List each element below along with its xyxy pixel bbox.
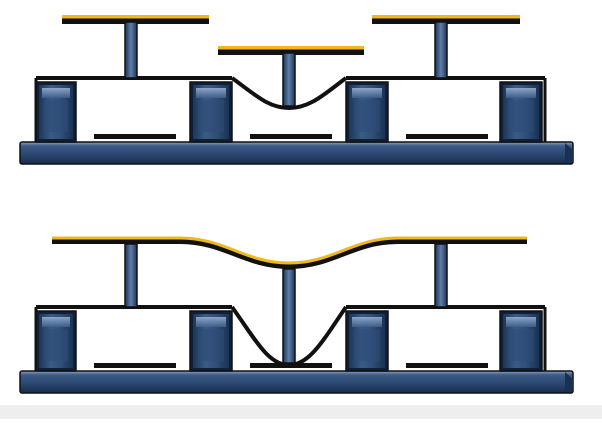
anchor-block-2-inner [198,100,224,132]
post-right [434,21,448,79]
anchor-block-3-inner [354,329,380,361]
anchor-block-3 [345,81,389,143]
anchor-block-4-inner [508,329,534,361]
top-plate-left-body [62,18,209,24]
top-plate-right-body [372,18,520,24]
top-plate-left-top-coating [62,15,209,19]
base-plate-bevel [565,143,573,163]
anchor-block-1-inner [44,329,68,361]
base-plate-body [19,370,574,394]
top-plate-body [52,238,527,270]
top-plate-center [218,46,364,55]
gap-strip-center [250,134,332,139]
top-plate-right [372,15,520,24]
anchor-block-2-highlight [196,317,226,327]
membrane-center-dip [230,305,348,368]
anchor-block-4 [499,81,543,143]
post-left [124,243,138,308]
top-plate-continuous [52,236,527,270]
anchor-block-1-inner [44,100,68,132]
base-plate [19,141,574,165]
top-plate-center-body [218,49,364,55]
top-plate-right-top-coating [372,15,520,19]
anchor-block-1 [35,81,77,143]
anchor-block-2 [189,81,233,143]
anchor-block-4-highlight [506,88,536,98]
post-left [124,21,138,79]
anchor-block-2 [189,310,233,372]
base-plate [19,370,574,394]
anchor-block-3-inner [354,100,380,132]
anchor-block-2-inner [198,329,224,361]
footer-strip [0,405,602,419]
top-plate-left [62,15,209,24]
membrane-center-dip [230,76,348,111]
top-plate-coating [52,236,527,265]
post-center [282,268,296,364]
anchor-block-2-highlight [196,88,226,98]
top-plate-center-top-coating [218,46,364,50]
anchor-block-4 [499,310,543,372]
post-center [282,52,296,107]
base-plate-body [19,141,574,165]
anchor-block-4-inner [508,100,534,132]
post-right [434,243,448,308]
gap-strip-left [94,363,176,368]
anchor-block-4-highlight [506,317,536,327]
gap-strip-left [94,134,176,139]
anchor-block-3 [345,310,389,372]
anchor-block-1-highlight [42,317,70,327]
anchor-block-3-highlight [352,317,382,327]
anchor-block-1 [35,310,77,372]
anchor-block-3-highlight [352,88,382,98]
gap-strip-right [406,134,488,139]
panel-deflected [19,236,574,394]
anchor-block-1-highlight [42,88,70,98]
gap-strip-right [406,363,488,368]
panel-flat [19,15,574,165]
base-plate-bevel [565,372,573,392]
